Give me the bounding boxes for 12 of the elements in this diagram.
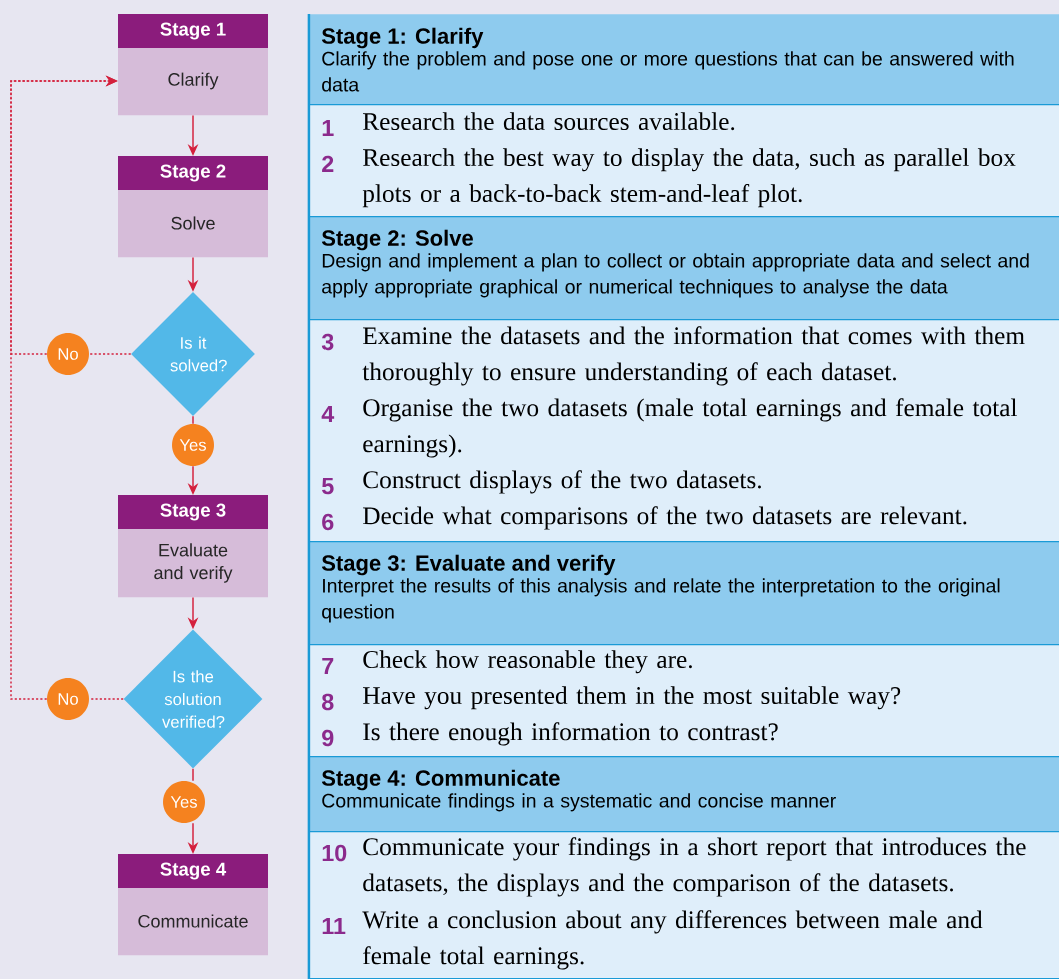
step-list-band: 1 Research the data sources available. 2 Research the best way to display the data, such as parallel box plots or a back-to-back stem-and-leaf plot. — [307, 105, 1059, 218]
step-list-band: 7 Check how reasonable they are. 8 Have you presented them in the most suitable way? 9 Is there enough information to contrast? — [307, 645, 1059, 758]
stage-box: Stage 1 Clarify — [118, 14, 268, 116]
stage-heading-band: Stage 1: Clarify Clarify the problem and pose one or more questions that can be answered with data — [307, 14, 1059, 106]
step-list-band: 3 Examine the datasets and the information that comes with them thoroughly to ensure understanding of each dataset. 4 Organise the two datasets (male total earnings and female total earnings). 5 Construct displays of the two datasets. 6 Decide what comparisons of the two datasets are relevant. — [307, 320, 1059, 543]
stage-box: Stage 4 Communicate — [118, 854, 268, 956]
stage-heading-band: Stage 4: Communicate Communicate findings in a systematic and concise manner — [307, 757, 1059, 833]
stage-heading-band: Stage 2: Solve Design and implement a plan to collect or obtain appropriate data and select and apply appropriate graphical or numerical techniques to analyse the data — [307, 217, 1059, 321]
stage-box: Stage 3 Evaluate and verify — [118, 495, 268, 598]
step-list-band: 10 Communicate your findings in a short report that introduces the datasets, the displays and the comparison of the datasets. 11 Write a conclusion about any differences between male and female total earnings. — [307, 832, 1059, 979]
stage-box: Stage 2 Solve — [118, 156, 268, 258]
stage-heading-band: Stage 3: Evaluate and verify Interpret the results of this analysis and relate the interpretation to the original question — [307, 542, 1059, 646]
